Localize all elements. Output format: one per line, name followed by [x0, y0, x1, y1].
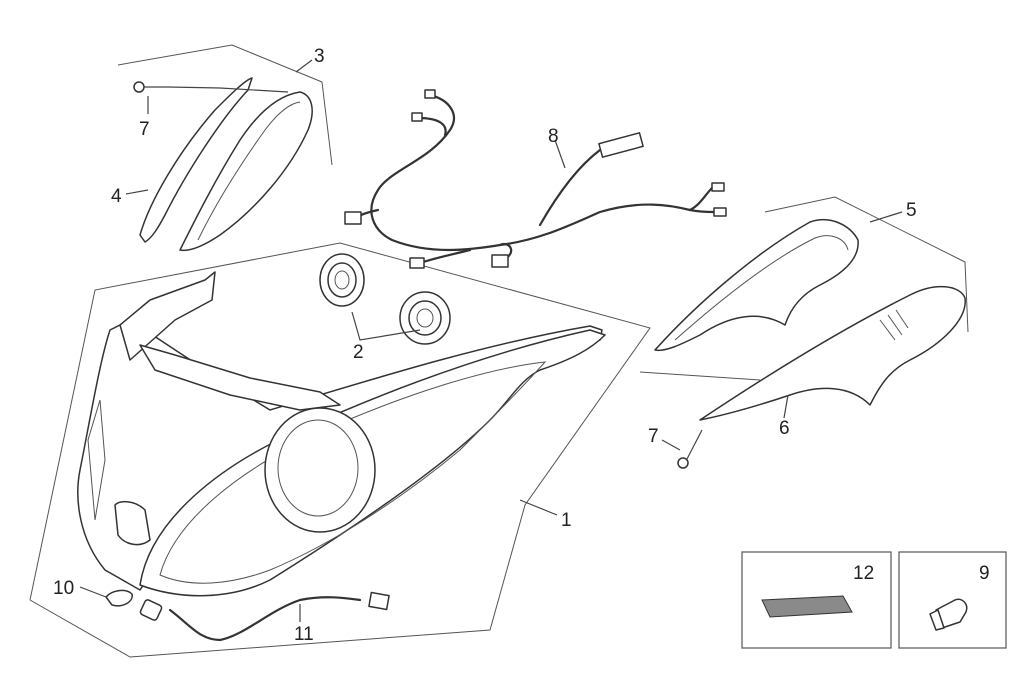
callout-9: 9: [979, 563, 990, 584]
group-outline-right-cover-lower: [639, 371, 761, 381]
right-cover-upper: [654, 219, 859, 352]
callout-10: 10: [53, 578, 74, 599]
rubber-seal-lower: [399, 291, 451, 345]
bulb-icon: [929, 598, 968, 631]
callout-12: 12: [853, 563, 874, 584]
screw-right: [677, 429, 703, 469]
left-cover-piece: [139, 77, 313, 252]
parking-bulb: [105, 589, 133, 607]
part-9-box: [898, 551, 1007, 649]
callout-3: 3: [314, 46, 325, 67]
bulb-holder-cable: [139, 591, 390, 642]
projector-lens: [264, 407, 376, 533]
callout-8: 8: [548, 126, 559, 147]
group-outline-headlight: [29, 242, 651, 658]
headlight-assembly: [77, 271, 606, 597]
screw-upper-left: [133, 81, 168, 93]
leader-lines: [79, 59, 903, 622]
foam-pad: [761, 595, 853, 618]
callout-5: 5: [906, 200, 917, 221]
group-outline-right-cover: [764, 196, 969, 333]
right-cover-lower: [699, 285, 966, 421]
wiring-harness: [344, 89, 727, 269]
callout-2: 2: [353, 342, 364, 363]
group-outline-left-cover: [117, 44, 333, 166]
callout-7-right: 7: [648, 426, 659, 447]
callout-6: 6: [779, 418, 790, 439]
callout-1: 1: [561, 510, 572, 531]
rubber-seal-upper: [319, 253, 365, 307]
callout-7-upper: 7: [139, 119, 150, 140]
part-12-box: [741, 551, 892, 649]
callout-4: 4: [111, 186, 122, 207]
callout-11: 11: [294, 624, 314, 645]
